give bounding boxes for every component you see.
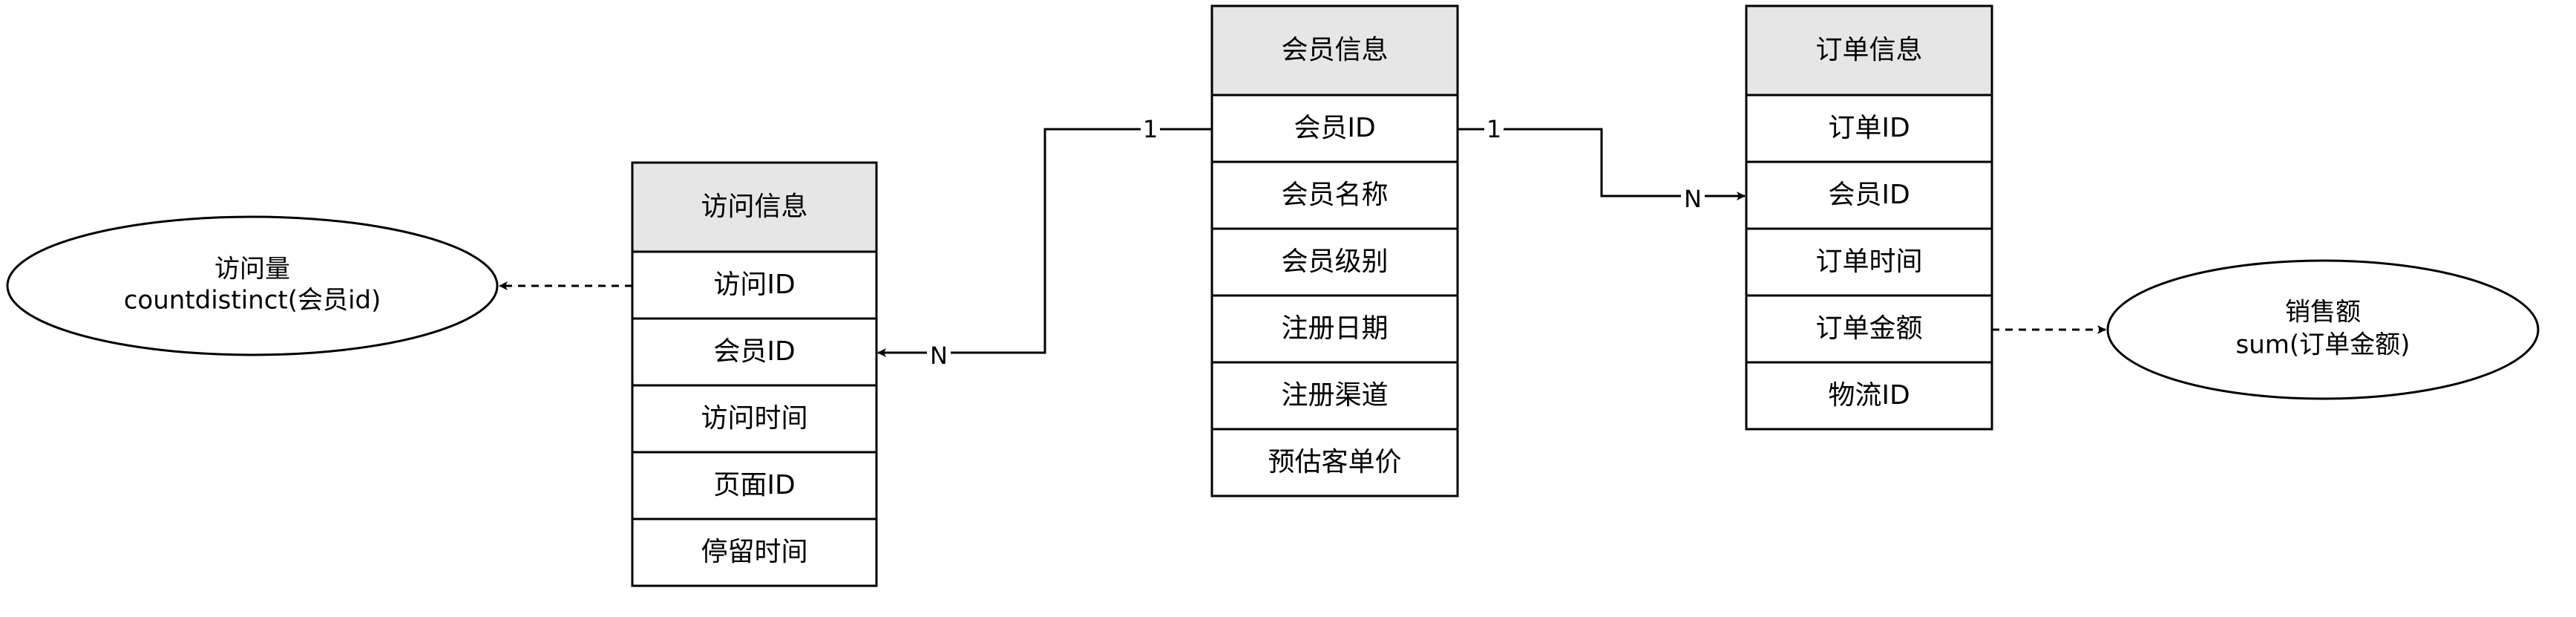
table-visit-row-visit-time[interactable] [631, 384, 878, 454]
table-member-info[interactable]: 会员信息 会员ID 会员名称 会员级别 注册日期 注册渠道 预估客单价 [1210, 4, 1459, 497]
table-visit-row-visit-id[interactable] [631, 250, 878, 320]
table-order-row-order-time[interactable] [1745, 227, 1993, 297]
relation-member-order-from-card: 1 [1487, 115, 1501, 143]
relation-member-visit-from-bg [1141, 115, 1160, 143]
relation-member-visit-from-card: 1 [1143, 115, 1158, 143]
table-order-field-order-amount: 订单金额 [1815, 313, 1922, 344]
metric-sales-formula: sum(订单金额) [2236, 330, 2411, 360]
table-member-field-member-level: 会员级别 [1281, 247, 1388, 277]
relation-member-order-to-bg [1681, 185, 1705, 213]
relation-member-order-to-card: N [1684, 185, 1702, 213]
relation-member-visit-to-card: N [930, 342, 948, 370]
table-visit-title: 访问信息 [701, 192, 807, 222]
table-order-info[interactable]: 订单信息 订单ID 会员ID 订单时间 订单金额 物流ID [1745, 4, 1993, 431]
table-order-field-member-id: 会员ID [1828, 180, 1910, 210]
table-member-field-register-channel: 注册渠道 [1281, 380, 1388, 411]
metric-visits-ellipse [6, 215, 499, 356]
table-visit-header [631, 161, 878, 253]
table-order-row-logistics-id[interactable] [1745, 361, 1993, 431]
table-visit-field-visit-id: 访问ID [713, 270, 795, 300]
metric-visits-name: 访问量 [214, 255, 290, 284]
table-member-field-register-date: 注册日期 [1281, 313, 1388, 344]
metric-visits-formula: countdistinct(会员id) [124, 286, 381, 316]
metric-sales-ellipse [2106, 259, 2540, 400]
relation-member-order-from-bg [1484, 115, 1504, 143]
table-order-row-member-id[interactable] [1745, 160, 1993, 230]
table-order-title: 订单信息 [1815, 35, 1922, 65]
table-member-field-member-name: 会员名称 [1281, 180, 1388, 210]
table-order-header [1745, 4, 1993, 97]
table-member-title: 会员信息 [1281, 35, 1388, 65]
table-member-field-estimated-price: 预估客单价 [1268, 447, 1401, 477]
table-member-row-register-date[interactable] [1210, 294, 1459, 364]
table-visit-field-visit-time: 访问时间 [701, 403, 807, 434]
table-visit-field-member-id: 会员ID [713, 336, 795, 367]
table-member-row-estimated-price[interactable] [1210, 428, 1459, 497]
metric-sales[interactable]: 销售额 sum(订单金额) [2106, 259, 2540, 400]
table-visit-info[interactable]: 访问信息 访问ID 会员ID 访问时间 页面ID 停留时间 [631, 161, 878, 587]
table-visit-row-member-id[interactable] [631, 317, 878, 387]
table-visit-row-stay-time[interactable] [631, 518, 878, 587]
relation-member-visit [877, 128, 1212, 357]
table-order-field-order-time: 订单时间 [1815, 247, 1922, 277]
table-order-field-logistics-id: 物流ID [1828, 380, 1910, 411]
table-member-row-register-channel[interactable] [1210, 361, 1459, 431]
relation-member-order [1458, 128, 1746, 200]
table-order-row-order-amount[interactable] [1745, 294, 1993, 364]
metric-sales-name: 销售额 [2285, 298, 2361, 327]
table-visit-field-page-id: 页面ID [713, 470, 795, 500]
table-member-field-member-id: 会员ID [1294, 113, 1375, 143]
table-order-field-order-id: 订单ID [1828, 113, 1910, 143]
metric-visits[interactable]: 访问量 countdistinct(会员id) [6, 215, 499, 356]
table-visit-field-stay-time: 停留时间 [701, 537, 807, 567]
table-member-row-member-level[interactable] [1210, 227, 1459, 297]
relation-member-visit-to-bg [927, 342, 951, 370]
